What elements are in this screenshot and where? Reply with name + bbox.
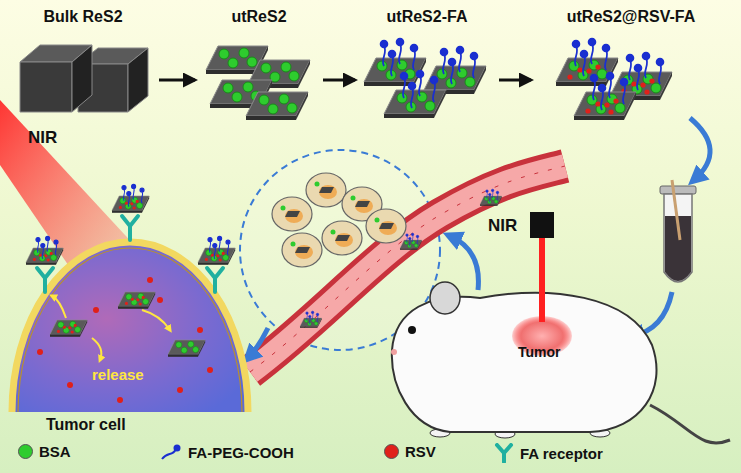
annotation-label: Tumor cell (46, 416, 126, 434)
legend-text: RSV (405, 443, 436, 460)
legend-item: BSA (18, 443, 71, 460)
legend-text: FA receptor (520, 445, 603, 462)
annotation-label: release (92, 366, 144, 383)
legend-text: FA-PEG-COOH (188, 444, 294, 461)
annotation-label: NIR (28, 128, 57, 148)
stage-heading: utReS2@RSV-FA (532, 8, 730, 26)
legend-swatch (384, 444, 399, 459)
stage-heading: utReS2 (196, 8, 322, 26)
stage-heading: utReS2-FA (356, 8, 498, 26)
stage-heading: Bulk ReS2 (8, 8, 158, 26)
legend-icon (160, 443, 182, 461)
process-arrow (159, 79, 195, 82)
process-arrow (323, 79, 355, 82)
process-arrow (499, 79, 531, 82)
stage-box: utReS2 (196, 8, 322, 120)
legend-item: FA receptor (494, 443, 603, 463)
legend-icon (494, 443, 514, 463)
annotation-label: Tumor (518, 344, 561, 360)
stage-box: utReS2-FA (356, 8, 498, 120)
stage-box: Bulk ReS2 (8, 8, 158, 120)
legend-swatch (18, 444, 33, 459)
stage-box: utReS2@RSV-FA (532, 8, 730, 120)
legend-item: FA-PEG-COOH (160, 443, 294, 461)
legend-item: RSV (384, 443, 436, 460)
legend-text: BSA (39, 443, 71, 460)
annotation-label: NIR (488, 216, 517, 236)
